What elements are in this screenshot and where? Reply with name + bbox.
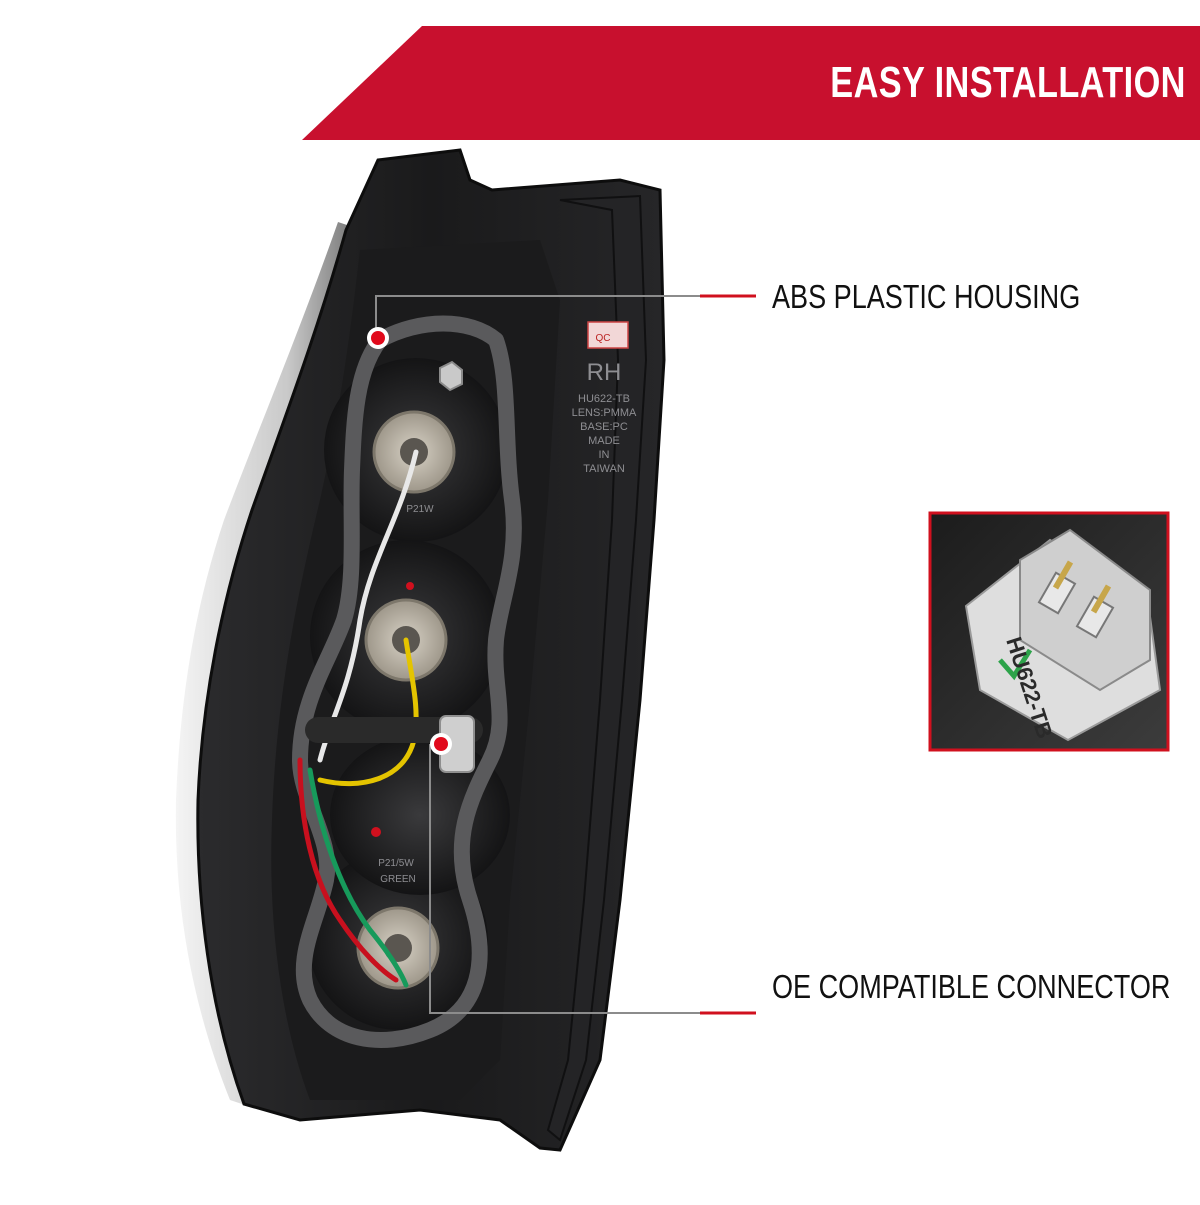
made-marking: MADE bbox=[588, 435, 620, 447]
callout-line-housing bbox=[375, 295, 756, 338]
bulb-middle-marking: P21/5W bbox=[378, 858, 414, 869]
gasket bbox=[292, 315, 522, 1048]
indicator-dot bbox=[406, 582, 414, 590]
qc-sticker bbox=[587, 321, 629, 349]
wire-harness bbox=[297, 449, 483, 988]
callout-marker-icon bbox=[367, 327, 389, 349]
banner-title: EASY INSTALLATION bbox=[830, 58, 1186, 107]
in-marking: IN bbox=[599, 449, 610, 461]
socket-note-marking: GREEN bbox=[380, 874, 416, 885]
mounting-nut bbox=[439, 360, 463, 392]
callout-line-connector bbox=[429, 744, 756, 1014]
callout-marker-icon bbox=[430, 733, 452, 755]
country-marking: TAIWAN bbox=[583, 463, 625, 475]
side-marking: RH bbox=[587, 359, 622, 386]
model-marking: HU622-TB bbox=[578, 393, 630, 405]
callout-label-housing: ABS PLASTIC HOUSING bbox=[772, 278, 1081, 315]
indicator-dot bbox=[371, 827, 381, 837]
lens-marking: LENS:PMMA bbox=[572, 407, 637, 419]
connector-inset: HU622-TB bbox=[928, 511, 1170, 752]
housing-flange bbox=[546, 194, 648, 1142]
bulb-top-marking: P21W bbox=[406, 504, 434, 515]
base-marking: BASE:PC bbox=[580, 421, 628, 433]
banner-shape bbox=[302, 26, 1200, 140]
molded-markings: QC RH HU622-TB LENS:PMMA BASE:PC MADE IN… bbox=[378, 333, 637, 885]
connector-icon bbox=[964, 528, 1162, 742]
callout-label-connector: OE COMPATIBLE CONNECTOR bbox=[772, 968, 1171, 1005]
qc-text: QC bbox=[596, 333, 611, 344]
